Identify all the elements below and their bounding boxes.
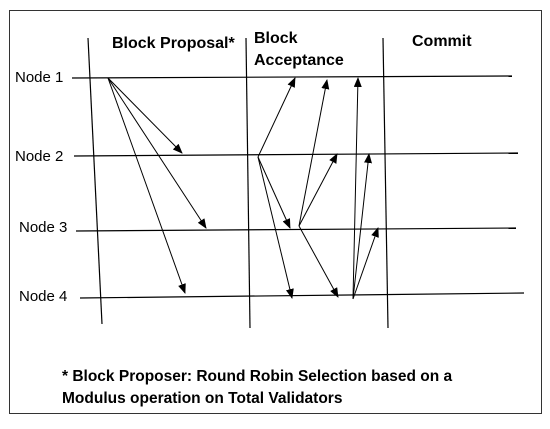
divider-commit: [382, 37, 389, 329]
proposal-arrow-to-node-3: [107, 77, 207, 229]
node-label-4: Node 4: [19, 288, 67, 305]
commit-arrow-n4-to-n1: [352, 77, 362, 300]
accept-arrow-n3-to-n2: [298, 153, 338, 227]
proposal-arrow-to-node-4: [107, 77, 186, 294]
accept-arrow-n2-to-n4: [257, 156, 294, 299]
node-label-3: Node 3: [19, 219, 67, 236]
node-line-2: [73, 152, 519, 157]
node-line-4: [79, 292, 525, 299]
node-label-2: Node 2: [15, 148, 63, 165]
node-label-1: Node 1: [15, 69, 63, 86]
phase-label-proposal: Block Proposal*: [112, 35, 235, 52]
divider-proposal: [87, 37, 103, 325]
proposal-arrow-to-node-2: [107, 77, 183, 154]
phase-label-commit: Commit: [412, 33, 472, 50]
accept-arrow-n2-to-n1: [257, 77, 296, 158]
phase-label-acceptance-1: Block: [254, 30, 298, 47]
node-line-1: [71, 75, 513, 79]
footnote-line-2: Modulus operation on Total Validators: [62, 390, 342, 407]
phase-label-acceptance-2: Acceptance: [254, 52, 344, 69]
node-line-3: [75, 227, 517, 232]
footnote-line-1: * Block Proposer: Round Robin Selection …: [62, 368, 453, 385]
accept-arrow-n3-to-n4: [298, 225, 339, 298]
accept-arrow-n2-to-n3: [257, 156, 291, 229]
commit-arrow-n4-to-n3: [352, 227, 379, 300]
commit-arrow-n4-to-n2: [352, 153, 372, 300]
divider-acceptance: [245, 37, 251, 329]
accept-arrow-n3-to-n1: [298, 79, 330, 227]
diagram-frame: [9, 10, 542, 414]
